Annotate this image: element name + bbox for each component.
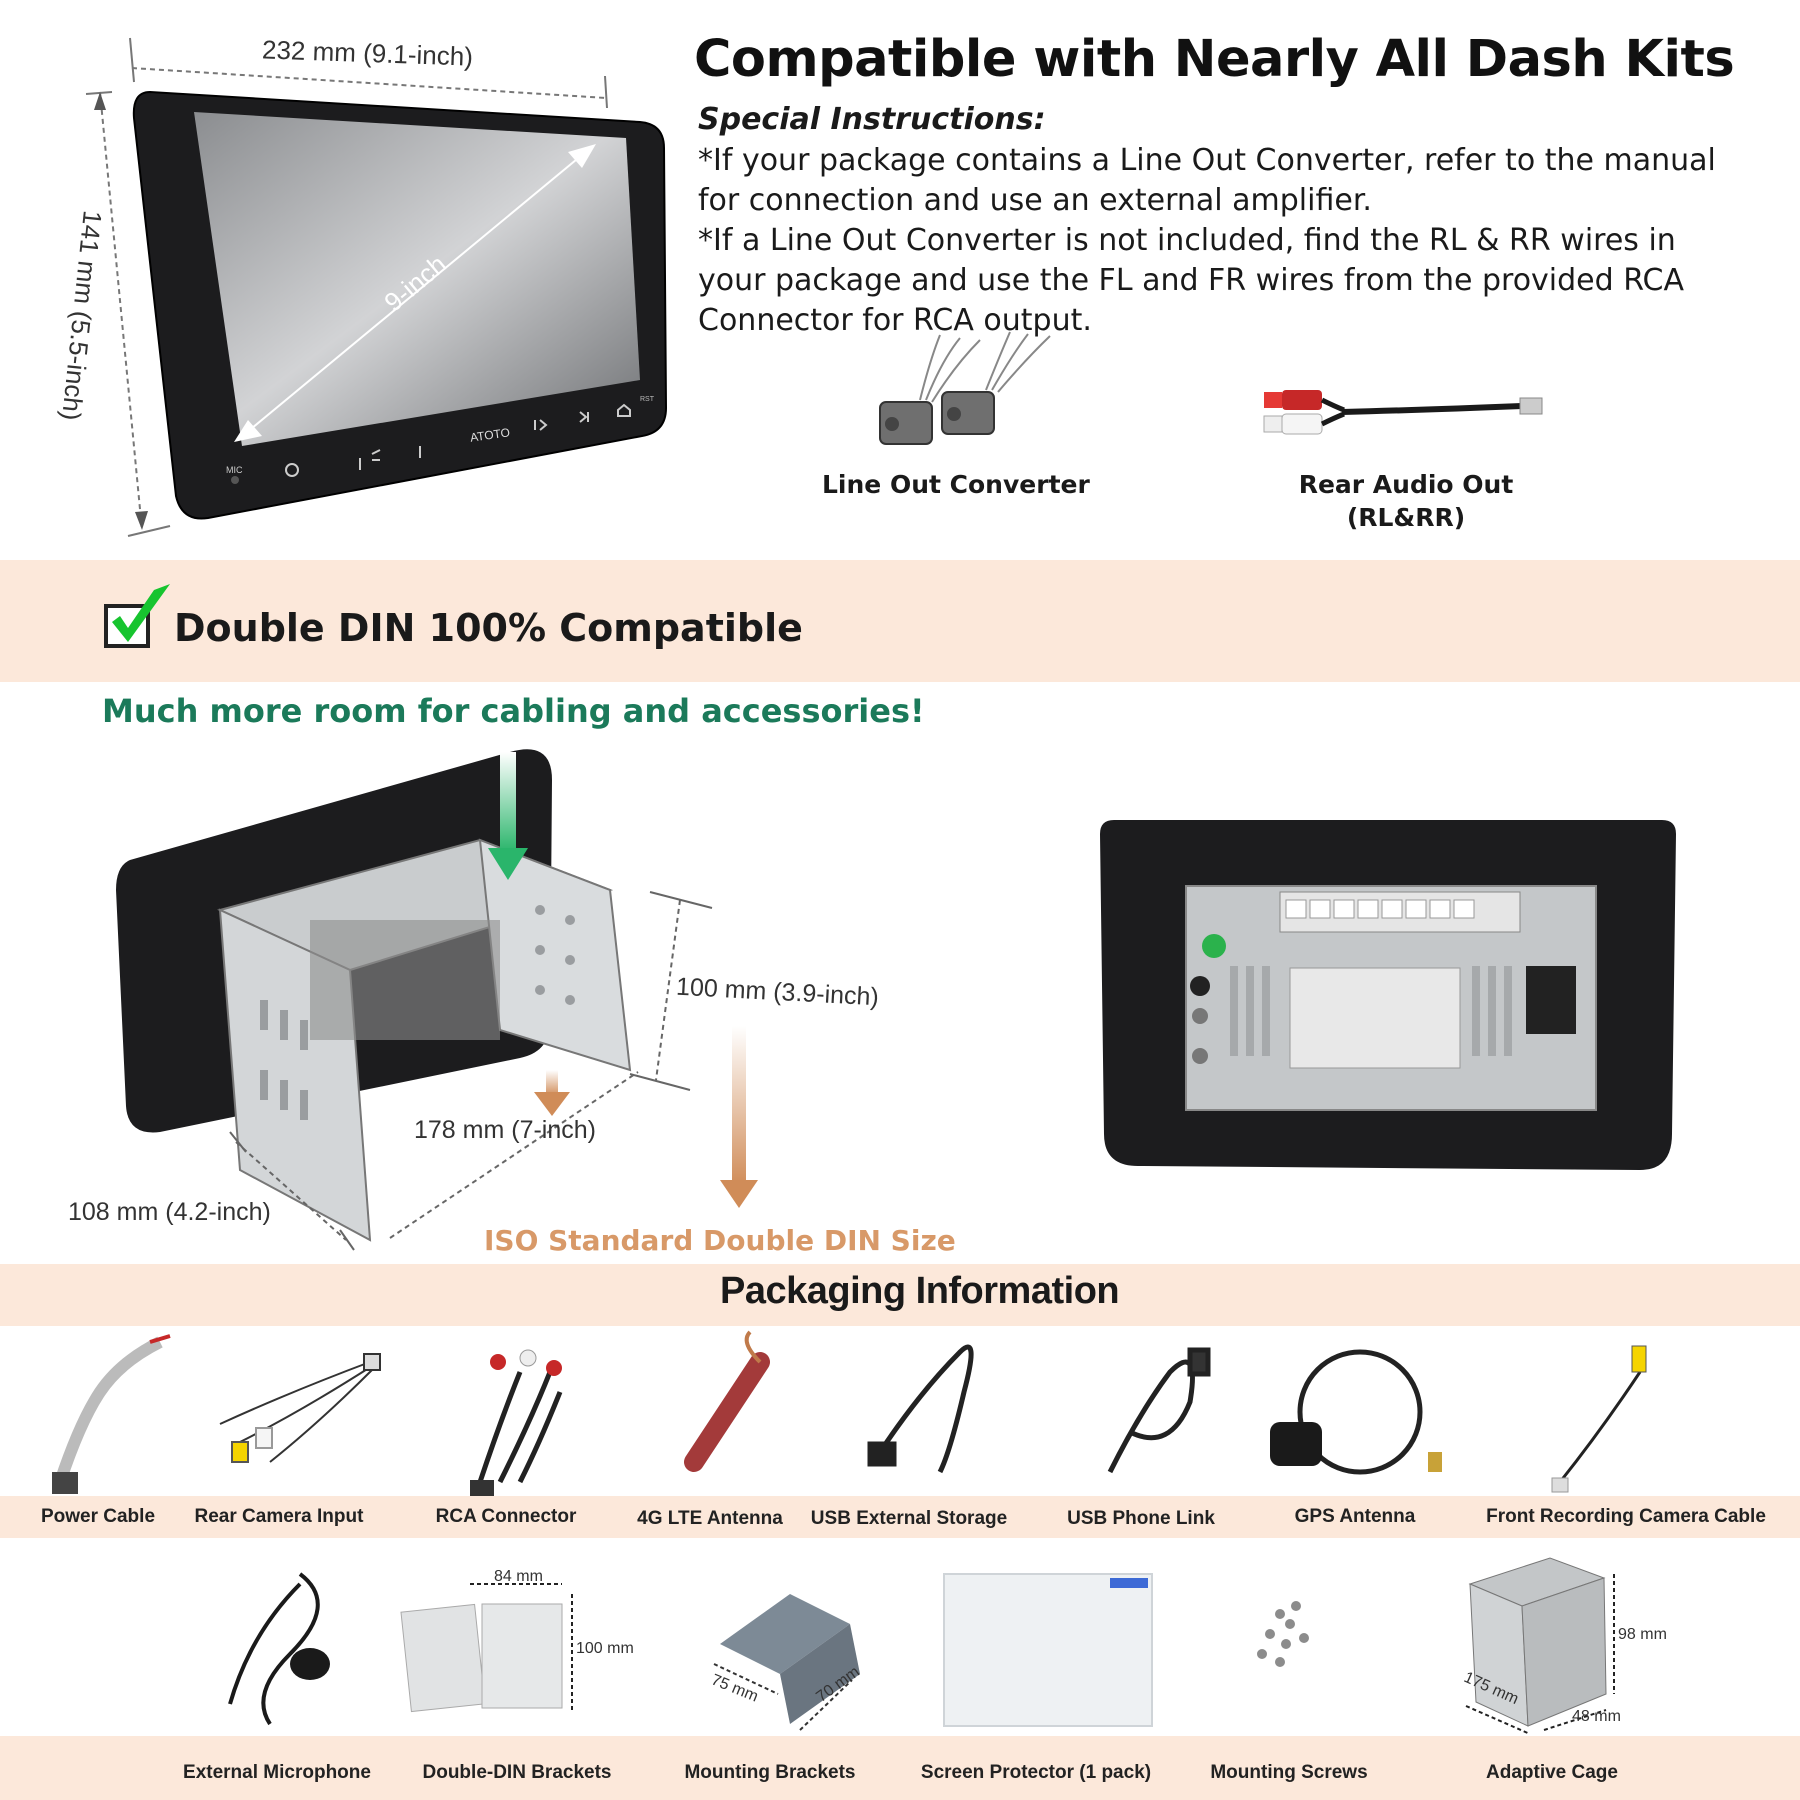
packaging-row1-images — [52, 1330, 1647, 1496]
rear-audio-out-sublabel: (RL&RR) — [1346, 503, 1466, 532]
packaging-row1-label-band — [0, 1496, 1800, 1538]
line-out-converter-label: Line Out Converter — [822, 470, 1090, 499]
usb-phone-link-image — [1107, 1347, 1211, 1474]
front-camera-cable-image — [1551, 1345, 1647, 1493]
rear-audio-out-image — [1263, 390, 1543, 435]
brackets-width-dim: 84 mm — [494, 1568, 543, 1585]
cabling-subtitle: Much more room for cabling and accessori… — [102, 692, 925, 730]
item-label-usb-phone-link: USB Phone Link — [1067, 1508, 1215, 1529]
head-unit-front-drawing — [85, 37, 668, 537]
item-label-double-din-brackets: Double-DIN Brackets — [422, 1762, 612, 1783]
instruction-1: *If your package contains a Line Out Con… — [698, 143, 1716, 218]
item-label-screen-protector: Screen Protector (1 pack) — [920, 1762, 1152, 1783]
head-unit-rear-view — [1100, 820, 1676, 1170]
external-microphone-image — [228, 1572, 330, 1726]
screen-protector-image — [943, 1573, 1153, 1727]
double-din-cage-diagram — [116, 749, 758, 1251]
rca-connector-image — [470, 1349, 563, 1496]
item-label-lte-antenna: 4G LTE Antenna — [637, 1508, 783, 1529]
head-unit-front-view: 232 mm (9.1-inch) 141 mm (5.5-inch) 9-in… — [0, 0, 680, 540]
double-din-band — [0, 560, 1800, 682]
cage-height-dim: 98 mm — [1618, 1626, 1667, 1643]
double-din-brackets-image — [400, 1583, 573, 1713]
instructions-title: Special Instructions: — [698, 102, 1046, 137]
brackets-height-dim: 100 mm — [576, 1640, 634, 1657]
din-depth-label: 108 mm (4.2-inch) — [68, 1198, 271, 1226]
din-width-label: 178 mm (7-inch) — [414, 1116, 596, 1144]
item-label-usb-storage: USB External Storage — [810, 1508, 1008, 1529]
mounting-screws-image — [1257, 1601, 1309, 1667]
item-label-mounting-screws: Mounting Screws — [1210, 1762, 1368, 1783]
mic-label: MIC — [226, 465, 243, 475]
rear-audio-out-label: Rear Audio Out — [1298, 470, 1514, 499]
instruction-2: *If a Line Out Converter is not included… — [698, 223, 1685, 338]
mounting-brackets-image — [713, 1594, 860, 1731]
iso-standard-label: ISO Standard Double DIN Size — [484, 1224, 956, 1257]
item-label-mounting-brackets: Mounting Brackets — [684, 1762, 856, 1783]
usb-storage-image — [867, 1344, 974, 1474]
item-label-external-microphone: External Microphone — [183, 1762, 371, 1783]
packaging-row2-images — [228, 1557, 1615, 1735]
cage-width-dim: 48 mm — [1572, 1708, 1621, 1725]
rst-label: RST — [640, 396, 654, 403]
item-label-front-camera-cable: Front Recording Camera Cable — [1486, 1506, 1766, 1527]
page-title: Compatible with Nearly All Dash Kits — [694, 30, 1735, 89]
double-din-title: Double DIN 100% Compatible — [174, 606, 803, 650]
lte-antenna-image — [684, 1330, 770, 1472]
packaging-band — [0, 1264, 1800, 1326]
power-cable-image — [52, 1334, 171, 1494]
item-label-rca-connector: RCA Connector — [435, 1506, 577, 1527]
item-label-adaptive-cage: Adaptive Cage — [1486, 1762, 1618, 1783]
item-label-rear-camera-input: Rear Camera Input — [194, 1506, 364, 1527]
adaptive-cage-image — [1465, 1557, 1615, 1735]
packaging-row2-label-band — [0, 1736, 1800, 1800]
rear-camera-input-image — [219, 1353, 381, 1463]
line-out-converter-image — [879, 331, 1051, 445]
check-icon — [104, 584, 170, 648]
item-label-gps-antenna: GPS Antenna — [1294, 1506, 1416, 1527]
item-label-power-cable: Power Cable — [40, 1506, 156, 1527]
packaging-title: Packaging Information — [720, 1270, 1120, 1312]
gps-antenna-image — [1270, 1349, 1442, 1475]
